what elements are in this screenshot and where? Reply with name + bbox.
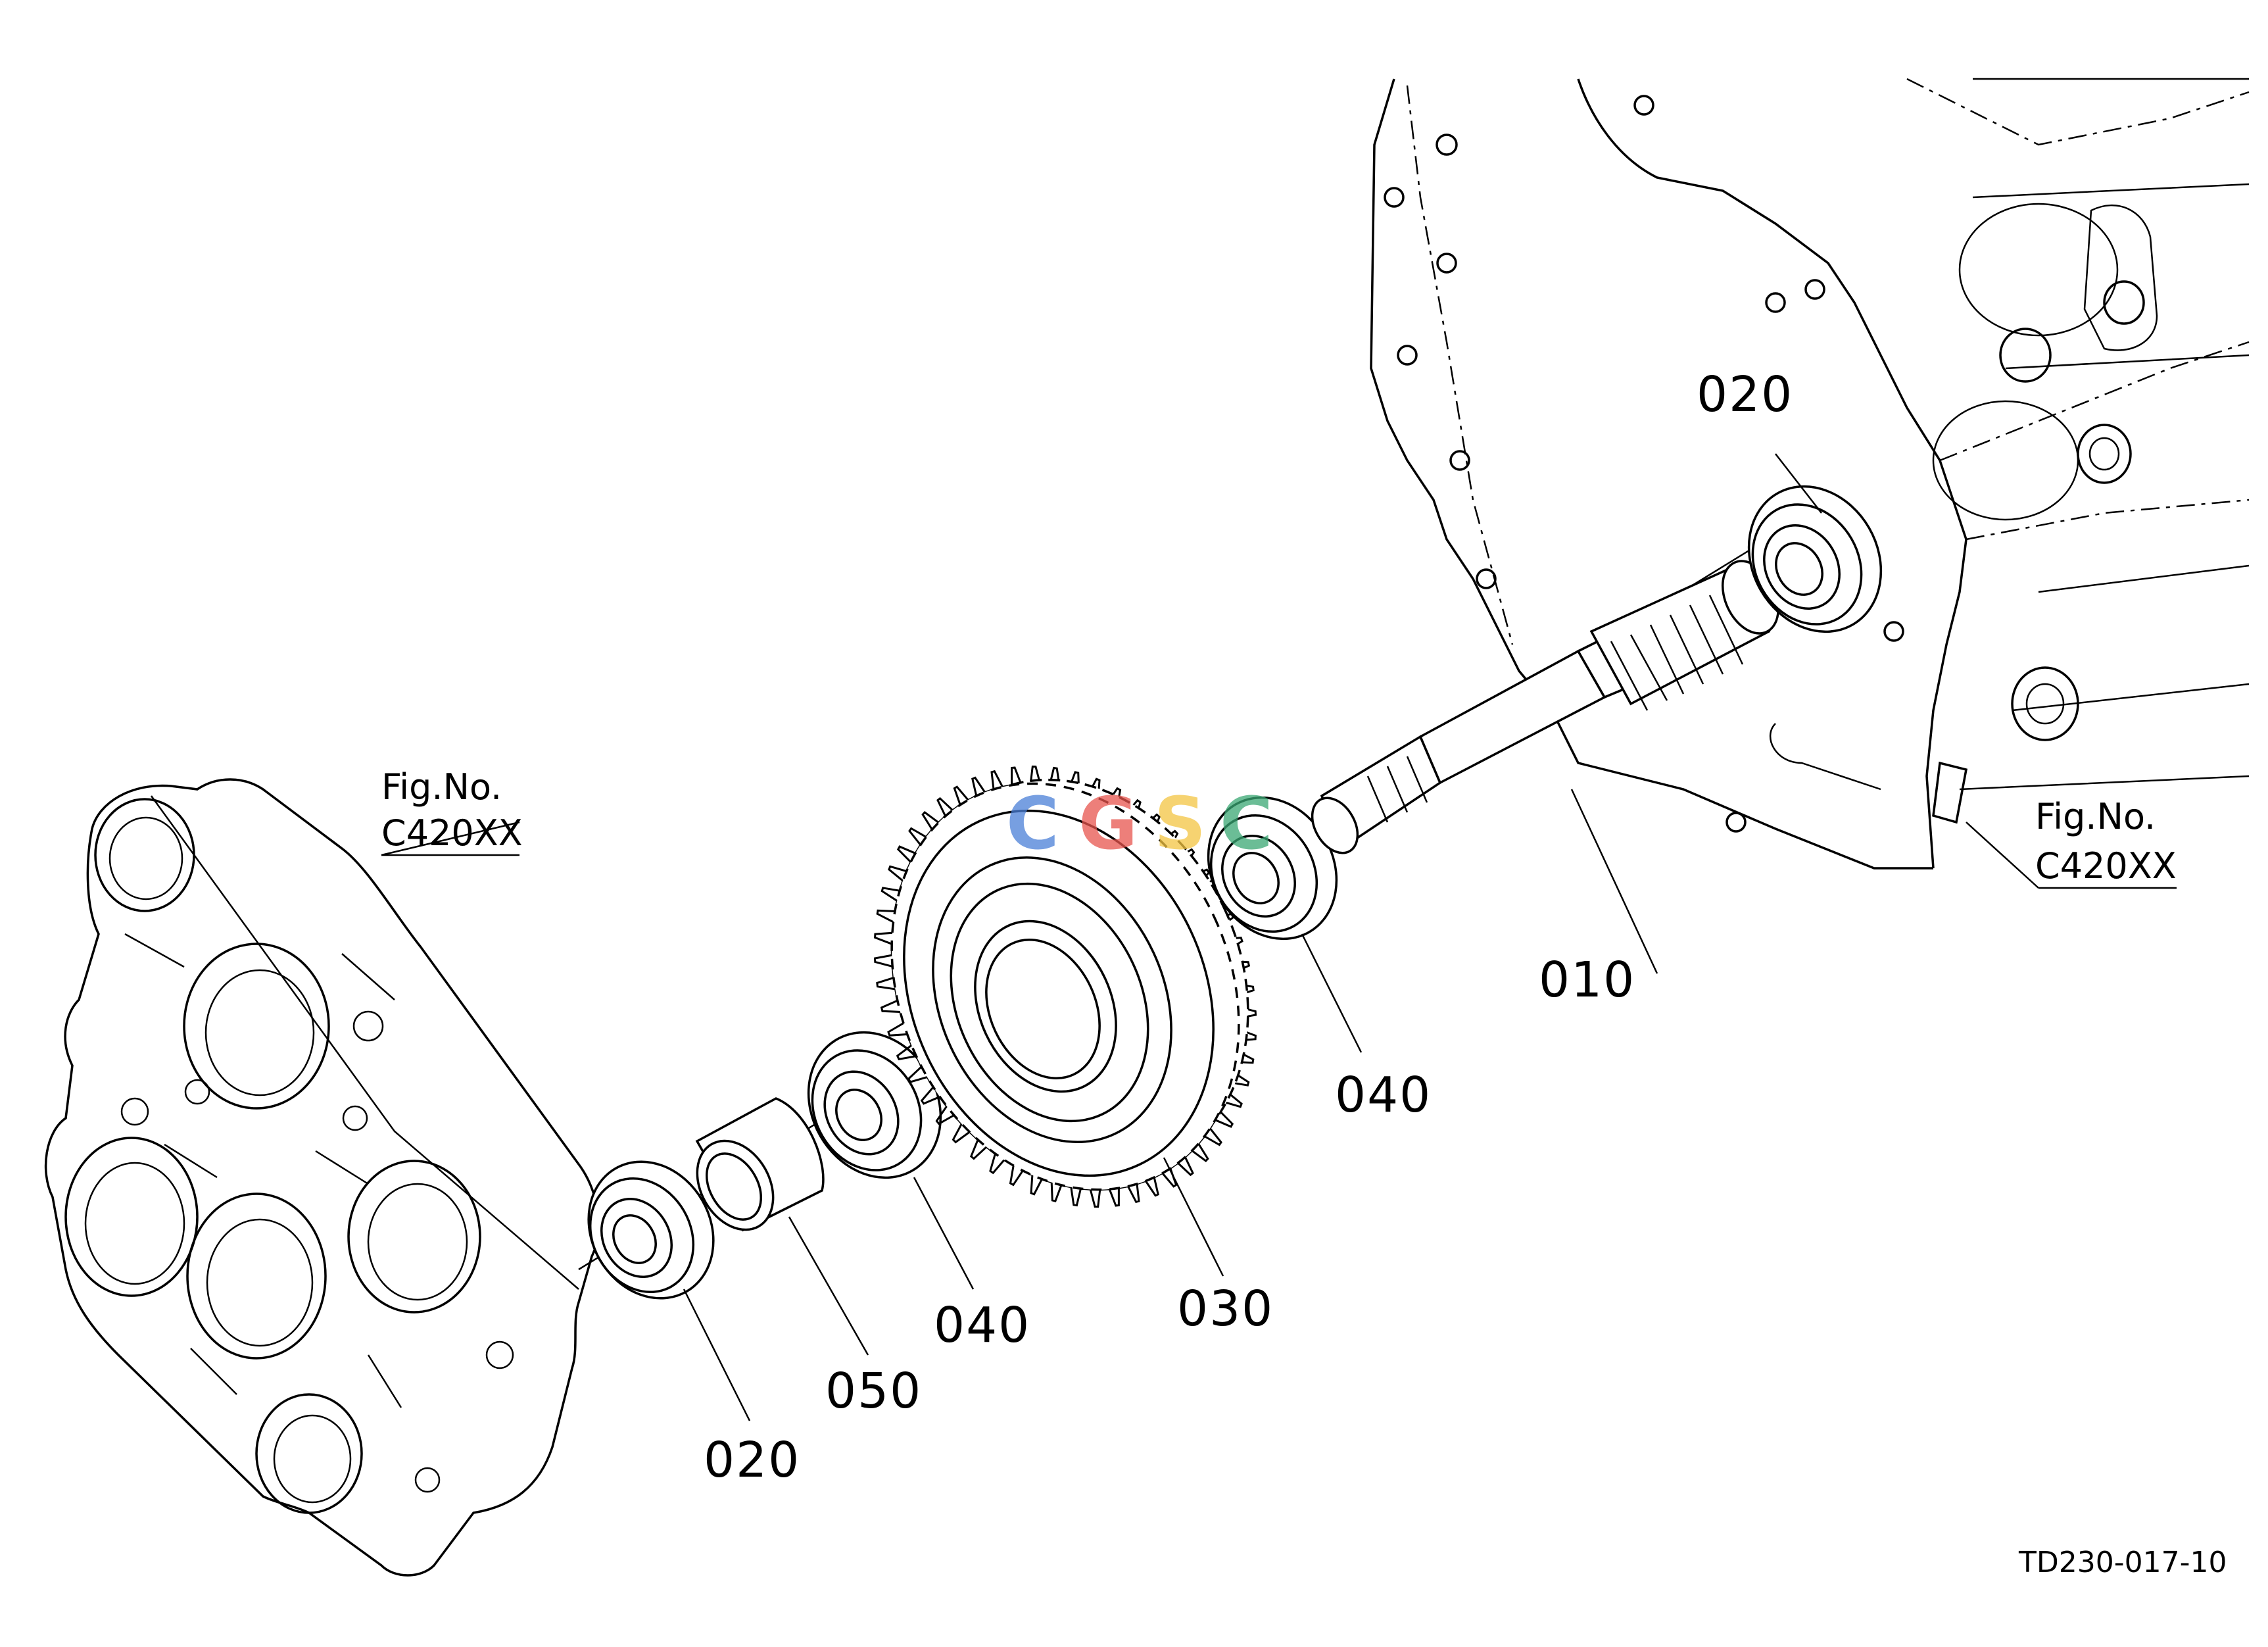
collar-050: [695, 1097, 825, 1232]
fig-ref-left-label: Fig.No.: [381, 766, 502, 808]
callout-030: 030: [1177, 1281, 1274, 1337]
callout-010: 010: [1539, 952, 1635, 1008]
watermark-logo: C G S C: [1006, 781, 1273, 866]
fig-ref-right-number: C420XX: [2035, 845, 2177, 887]
watermark-letter-1: C: [1006, 781, 1059, 866]
gear-030: [873, 765, 1257, 1208]
ball-bearing-020-upper: [1747, 485, 1883, 633]
fig-ref-right-label: Fig.No.: [2035, 796, 2156, 837]
ball-bearing-020-lower: [587, 1160, 715, 1300]
callout-020-lower: 020: [704, 1432, 800, 1488]
transmission-housing: [1370, 78, 2250, 870]
shaft-010: [1311, 560, 1780, 854]
drawing-code: TD230-017-10: [2018, 1546, 2227, 1579]
callout-040-upper: 040: [1335, 1067, 1432, 1123]
callout-040-lower: 040: [934, 1297, 1030, 1354]
watermark-letter-4: C: [1220, 781, 1273, 866]
watermark-letter-2: G: [1078, 781, 1138, 866]
leader-lines: [381, 453, 2177, 1421]
ball-bearing-040-upper: [1207, 796, 1338, 941]
callout-050: 050: [825, 1363, 922, 1419]
watermark-letter-3: S: [1154, 781, 1206, 866]
fig-ref-left-number: C420XX: [381, 812, 523, 854]
callout-020-upper: 020: [1697, 366, 1793, 423]
ball-bearing-040-lower: [807, 1031, 942, 1179]
gear-case-cover: [44, 778, 600, 1577]
